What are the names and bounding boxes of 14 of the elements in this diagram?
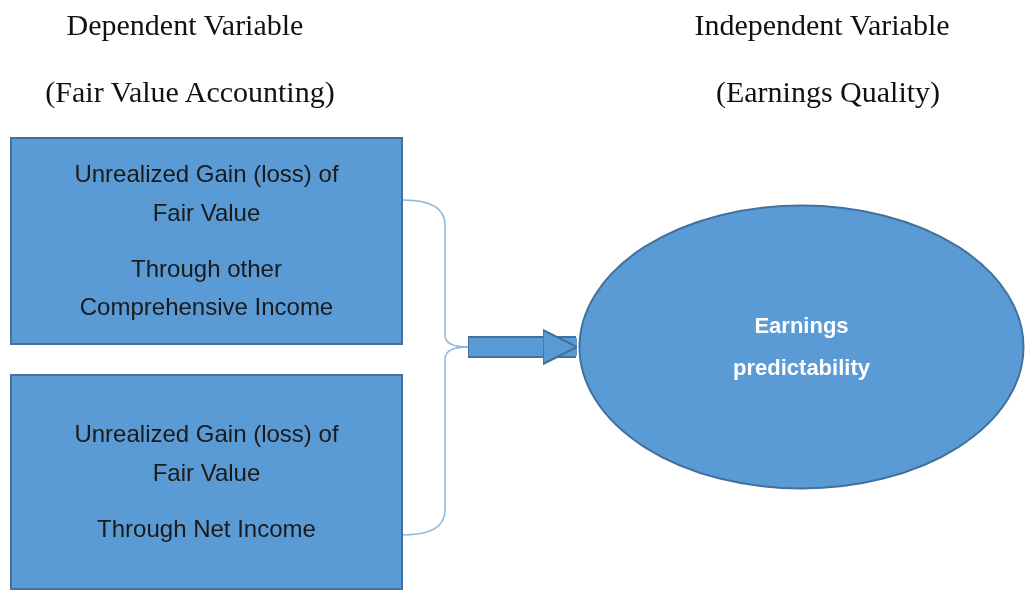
process-box: [10, 137, 403, 345]
node-text: Through other Comprehensive Income: [78, 254, 335, 323]
ellipse-node: [578, 204, 1025, 490]
node-text: Unrealized Gain (loss) of Fair Value: [73, 159, 340, 228]
node-text: Earnings predictability: [732, 312, 871, 382]
node-text: Through Net Income: [96, 514, 317, 545]
process-box: [10, 374, 403, 590]
block-arrow: [468, 328, 579, 366]
brace-connector: [402, 346, 469, 536]
heading-text: Independent Variable: [694, 8, 950, 42]
heading-text: Dependent Variable: [66, 8, 304, 42]
node-text: Unrealized Gain (loss) of Fair Value: [73, 419, 340, 488]
heading-text: (Earnings Quality): [715, 75, 941, 109]
heading-text: (Fair Value Accounting): [45, 75, 335, 109]
